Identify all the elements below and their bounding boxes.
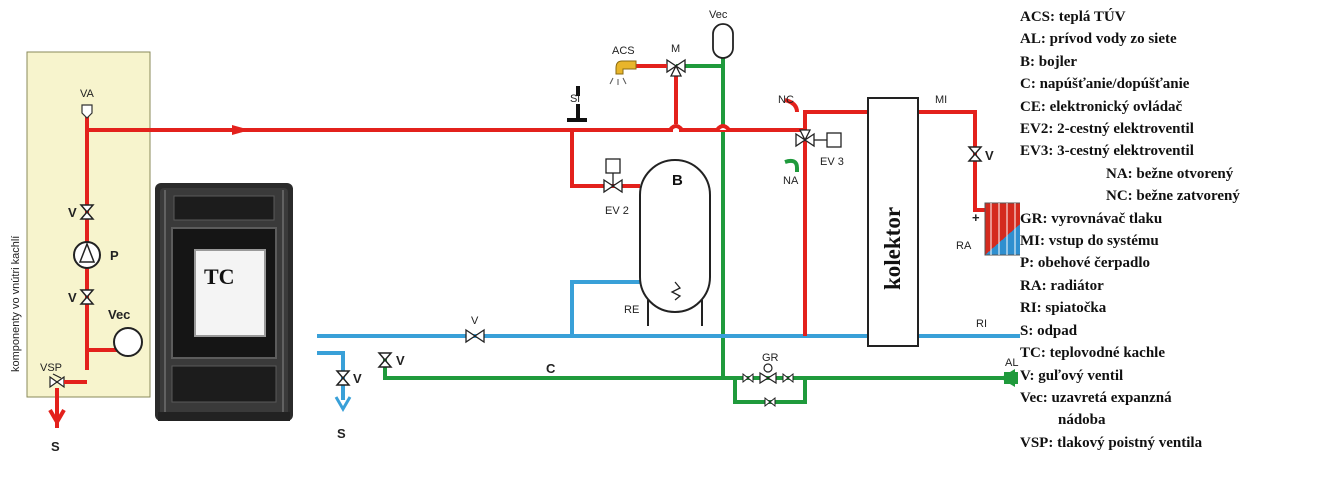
legend-item: B: bojler bbox=[1020, 53, 1078, 70]
legend-item: C: napúšťanie/dopúšťanie bbox=[1020, 76, 1190, 93]
gr-label: GR bbox=[762, 352, 779, 364]
drain-mid-arrow bbox=[334, 396, 352, 412]
legend-item: GR: vyrovnávač tlaku bbox=[1020, 210, 1163, 227]
legend-item: Vec: uzavretá expanzná bbox=[1020, 389, 1172, 406]
ev2-valve-icon bbox=[603, 158, 623, 194]
gr-side-valve-icon bbox=[742, 372, 754, 384]
gr-bypass-valve-icon bbox=[764, 396, 776, 408]
heating-element-icon bbox=[670, 281, 682, 301]
si-label: Si bbox=[570, 93, 580, 105]
v-mi-label: V bbox=[985, 148, 994, 163]
v-blue-label: V bbox=[353, 371, 362, 386]
legend-item: NA: bežne otvorený bbox=[1106, 165, 1234, 182]
legend-item: RI: spiatočka bbox=[1020, 300, 1107, 317]
plus-label: + bbox=[972, 210, 980, 225]
va-valve-icon bbox=[81, 104, 93, 119]
crossover-icon bbox=[715, 124, 731, 132]
acs-tap-icon bbox=[615, 60, 637, 75]
vec-top-label: Vec bbox=[709, 9, 728, 21]
legend-item: EV2: 2-cestný elektroventil bbox=[1020, 121, 1194, 138]
stove-label: TC bbox=[204, 264, 235, 289]
safety-valve-icon bbox=[49, 373, 65, 389]
na-label: NA bbox=[783, 175, 799, 187]
legend-item: P: obehové čerpadlo bbox=[1020, 255, 1150, 272]
red-kolektor-up bbox=[803, 110, 868, 336]
legend-item: AL: prívod vody zo siete bbox=[1020, 31, 1177, 48]
pump-label: P bbox=[110, 248, 119, 263]
al-arrowhead bbox=[1000, 369, 1015, 387]
fill-line-label: C bbox=[546, 361, 556, 376]
acs-label: ACS bbox=[612, 45, 635, 57]
blue-boiler-feed bbox=[570, 280, 640, 336]
legend-item: ACS: teplá TÚV bbox=[1020, 9, 1126, 25]
si-vent-icon bbox=[576, 104, 580, 118]
boiler-legs bbox=[647, 300, 703, 326]
legend-item: TC: teplovodné kachle bbox=[1020, 345, 1166, 362]
radiator-icon bbox=[984, 202, 1020, 256]
legend-item: V: guľový ventil bbox=[1020, 367, 1124, 384]
legend-item: VSP: tlakový poistný ventila bbox=[1020, 434, 1203, 451]
pump-icon bbox=[73, 241, 101, 269]
boiler-label: B bbox=[672, 172, 683, 189]
ball-valve-icon bbox=[967, 146, 983, 162]
green-main-line bbox=[383, 354, 1010, 380]
stove-components-label: komponenty vo vnútri kachlí bbox=[10, 236, 22, 372]
va-label: VA bbox=[80, 88, 95, 100]
ev2-label: EV 2 bbox=[605, 205, 629, 217]
blue-drop-line bbox=[317, 351, 345, 400]
stove-tc: TC bbox=[155, 183, 293, 421]
drain-left-label: S bbox=[51, 439, 60, 454]
v-line-label: V bbox=[471, 315, 479, 327]
expansion-vessel-icon bbox=[113, 327, 143, 357]
acs-shower-drops bbox=[609, 77, 627, 85]
ball-valve-icon bbox=[377, 352, 393, 368]
mi-label: MI bbox=[935, 94, 947, 106]
re-label: RE bbox=[624, 304, 639, 316]
heating-schematic: komponenty vo vnútri kachlí TC bbox=[10, 9, 1020, 454]
flow-arrow bbox=[232, 125, 250, 135]
ra-label: RA bbox=[956, 240, 972, 252]
legend-item: MI: vstup do systému bbox=[1020, 233, 1159, 250]
si-vent-tip bbox=[576, 86, 580, 96]
vec-left-label: Vec bbox=[108, 307, 130, 322]
legend-item: S: odpad bbox=[1020, 322, 1078, 339]
legend: ACS: teplá TÚV AL: prívod vody zo siete … bbox=[1020, 6, 1326, 454]
ball-valve-icon bbox=[79, 204, 95, 220]
v-box-lower-label: V bbox=[68, 290, 77, 305]
ball-valve-icon bbox=[79, 289, 95, 305]
legend-item: EV3: 3-cestný elektroventil bbox=[1020, 143, 1194, 160]
expansion-vessel-top-icon bbox=[712, 23, 734, 59]
nc-label: NC bbox=[778, 94, 794, 106]
legend-item: CE: elektronický ovládač bbox=[1020, 98, 1183, 115]
collector-label: kolektor bbox=[880, 207, 905, 290]
red-ev2-branch bbox=[570, 130, 640, 188]
m-label: M bbox=[671, 43, 680, 55]
gr-side-valve-icon bbox=[782, 372, 794, 384]
ball-valve-icon bbox=[335, 370, 351, 386]
crossover-icon bbox=[668, 124, 684, 132]
boiler-tank bbox=[639, 159, 711, 313]
ri-label: RI bbox=[976, 318, 987, 330]
mixing-valve-icon bbox=[666, 58, 686, 77]
legend-item: RA: radiátor bbox=[1020, 277, 1104, 294]
green-bypass bbox=[733, 378, 807, 404]
blue-return-main bbox=[317, 334, 1020, 338]
vsp-label: VSP bbox=[40, 362, 62, 374]
si-vent-base bbox=[567, 118, 587, 122]
legend-item: NC: bežne zatvorený bbox=[1106, 188, 1240, 205]
al-label: AL bbox=[1005, 357, 1018, 369]
ev3-label: EV 3 bbox=[820, 156, 844, 168]
legend-item: nádoba bbox=[1058, 412, 1106, 429]
ev3-valve-icon bbox=[795, 129, 842, 148]
line-valve-icon bbox=[465, 328, 485, 344]
drain-mid-label: S bbox=[337, 426, 346, 441]
green-na-line bbox=[784, 158, 799, 172]
collector-box bbox=[867, 97, 919, 347]
v-box-upper-label: V bbox=[68, 205, 77, 220]
drain-left-line bbox=[48, 388, 66, 428]
v-green-label: V bbox=[396, 353, 405, 368]
red-nc-line bbox=[784, 98, 799, 113]
pressure-equalizer-icon bbox=[759, 363, 777, 385]
